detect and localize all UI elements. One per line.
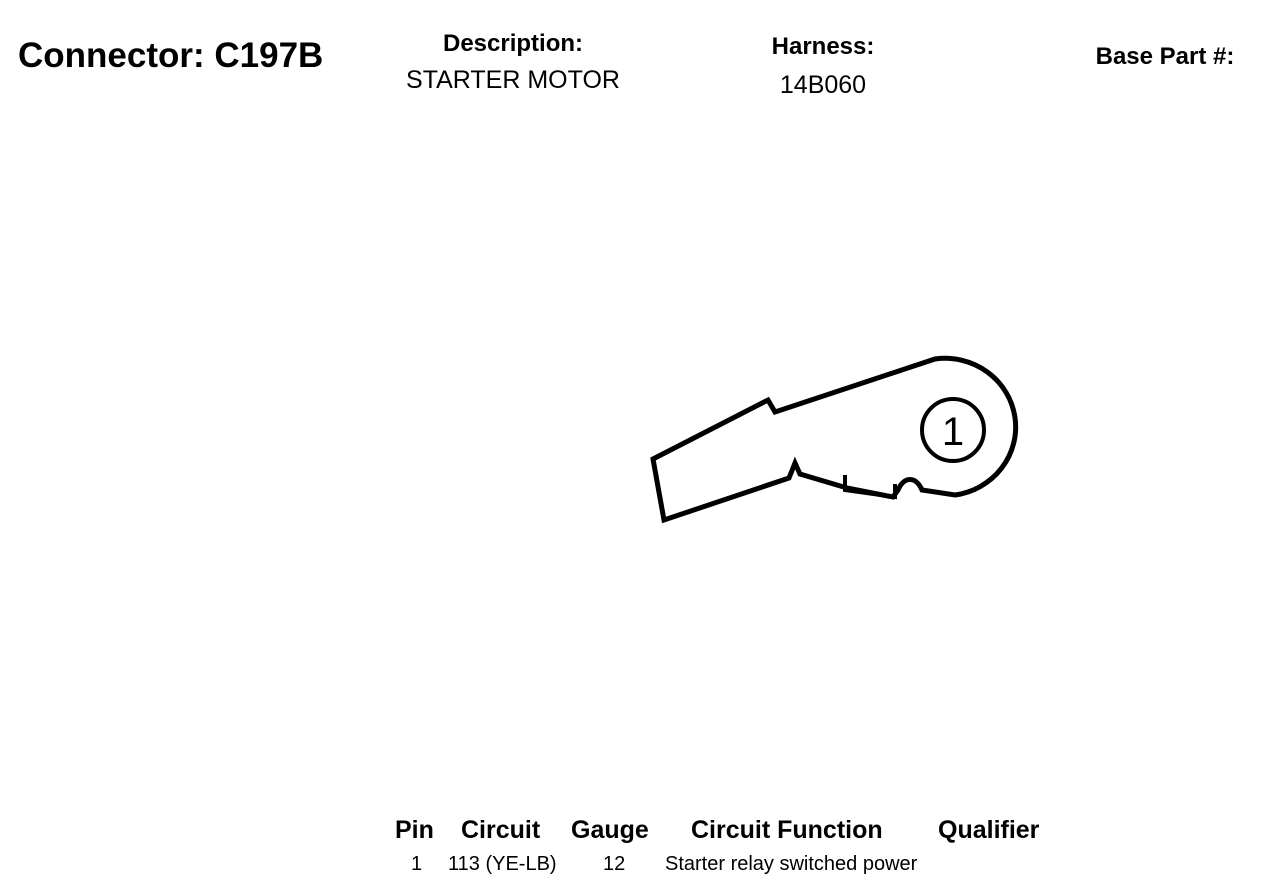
- pin-1-label: 1: [942, 410, 964, 454]
- row-circuit: 113 (YE-LB): [448, 853, 557, 875]
- harness-value: 14B060: [779, 71, 867, 99]
- pin-1-circle: [920, 397, 986, 463]
- base-part-label: Base Part #:: [1095, 43, 1235, 70]
- row-pin: 1: [411, 853, 423, 875]
- row-circuit-function: Starter relay switched power: [665, 853, 918, 875]
- description-value: STARTER MOTOR: [406, 66, 620, 94]
- column-header-pin: Pin: [395, 816, 434, 844]
- description-label: Description:: [442, 30, 583, 57]
- harness-label: Harness:: [771, 33, 875, 60]
- column-header-gauge: Gauge: [571, 816, 649, 844]
- column-header-qualifier: Qualifier: [938, 816, 1040, 844]
- column-header-circuit: Circuit: [461, 816, 541, 844]
- connector-outline: [650, 355, 1019, 524]
- row-gauge: 12: [603, 853, 626, 875]
- connector-title: Connector: C197B: [18, 36, 324, 75]
- latch-tab: [843, 475, 897, 500]
- column-header-circuit-function: Circuit Function: [691, 816, 883, 844]
